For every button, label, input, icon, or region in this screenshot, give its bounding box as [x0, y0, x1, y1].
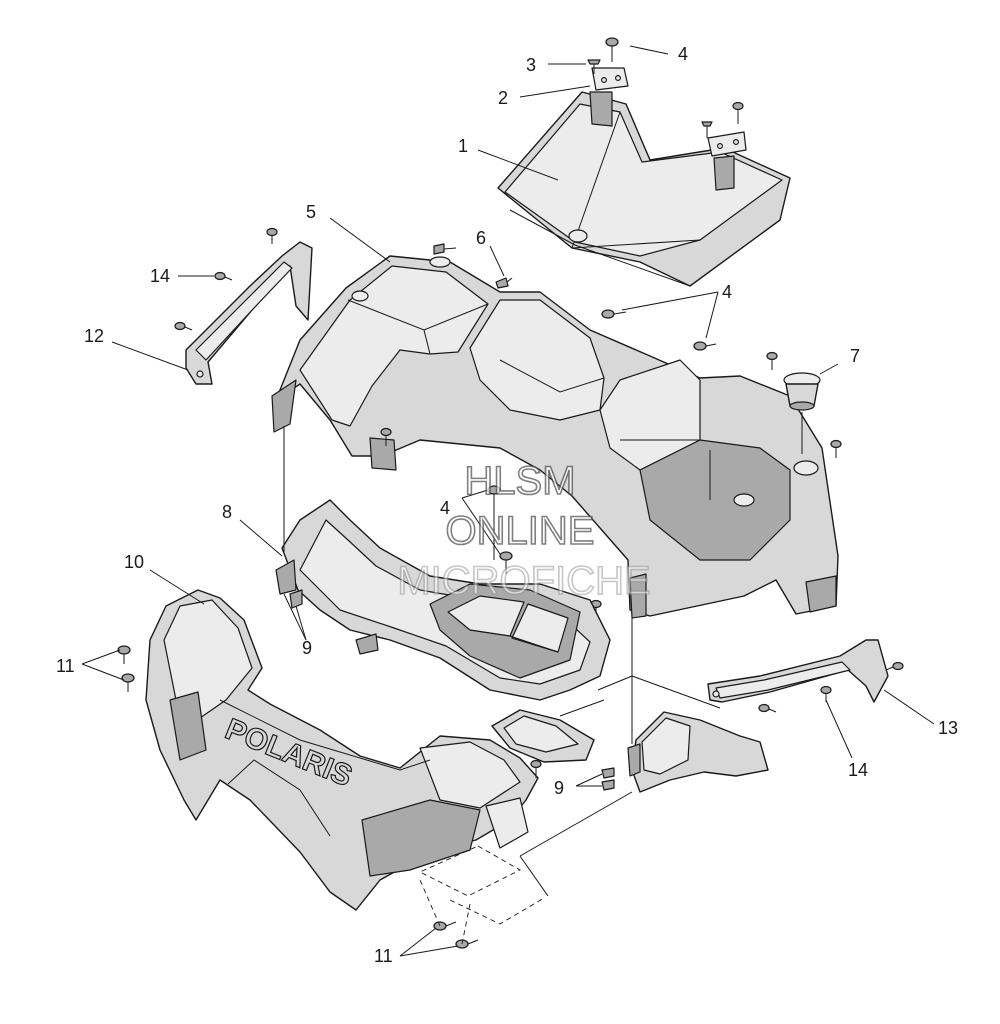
callout-11-bottom: 11	[374, 946, 393, 966]
callout-11-left: 11	[56, 656, 75, 676]
callout-1: 1	[458, 136, 468, 156]
watermark-line-2: ONLINE	[446, 509, 595, 553]
watermark-line-1: HLSM	[464, 459, 575, 503]
callout-2: 2	[498, 88, 508, 108]
callout-6: 6	[476, 228, 486, 248]
callout-7: 7	[850, 346, 860, 366]
part-14-screw-left-b	[214, 271, 233, 281]
callout-4-top: 4	[678, 44, 688, 64]
part-4-bolt-top	[605, 37, 619, 62]
watermark: HLSM ONLINE MICROFICHE	[397, 458, 652, 604]
watermark-line-3: MICROFICHE	[397, 559, 650, 603]
bolt-body-d	[830, 439, 842, 458]
part-12-left-bracket	[185, 241, 313, 385]
part-6-screw-pair	[433, 243, 513, 289]
callout-9-left: 9	[302, 638, 312, 658]
callout-labels: 4 3 2 1 5 6 14 4 12 7 4 8 10 9 11 13 14 …	[56, 44, 958, 966]
part-11-bolt-bottom-a	[433, 921, 457, 931]
part-7-cup-plug	[783, 372, 821, 411]
part-9-clips-right	[601, 767, 615, 791]
part-11-bolt-bottom-b	[455, 939, 479, 949]
lower-right-shroud	[627, 711, 769, 793]
callout-4-right: 4	[722, 282, 732, 302]
bolt-body-c	[766, 351, 778, 370]
callout-14-right: 14	[848, 760, 868, 780]
part-3-screw	[587, 59, 601, 74]
part-14-screw-right-a	[885, 661, 904, 671]
hinge-bracket-right	[707, 131, 747, 191]
bolt-body-e	[380, 427, 392, 446]
bolt-body-a	[601, 309, 627, 319]
part-11-bolt-left-a	[117, 645, 131, 664]
part-1-hood-lid	[497, 91, 791, 287]
bolt-body-b	[693, 341, 717, 351]
callout-14-left: 14	[150, 266, 170, 286]
callout-3: 3	[526, 55, 536, 75]
leader-lines	[81, 45, 935, 957]
callout-10: 10	[124, 552, 144, 572]
part-13-right-bracket	[707, 639, 889, 703]
part-14-screw-right-c	[758, 703, 777, 713]
callout-8: 8	[222, 502, 232, 522]
part-2-hinge-bracket	[589, 67, 629, 127]
part-11-bolt-left-b	[121, 673, 135, 692]
bolt-lower-right	[530, 759, 542, 778]
part-10-front-bumper: POLARIS	[145, 589, 539, 911]
callout-13: 13	[938, 718, 958, 738]
bolt-hinge-right-a	[732, 101, 744, 124]
part-14-screw-right-b	[820, 685, 832, 702]
bolt-hinge-right-b	[701, 121, 713, 138]
part-14-screw-left-a	[266, 227, 278, 244]
part-5-front-upper-body	[271, 255, 839, 619]
lower-center-shroud	[491, 709, 595, 763]
callout-12: 12	[84, 326, 104, 346]
part-14-screw-left-c	[174, 321, 193, 331]
bolt-center-b	[499, 551, 513, 574]
assembly-guide-lines	[283, 412, 803, 945]
part-8-lower-tray	[275, 499, 611, 701]
callout-5: 5	[306, 202, 316, 222]
callout-9-right: 9	[554, 778, 564, 798]
callout-4-center: 4	[440, 498, 450, 518]
